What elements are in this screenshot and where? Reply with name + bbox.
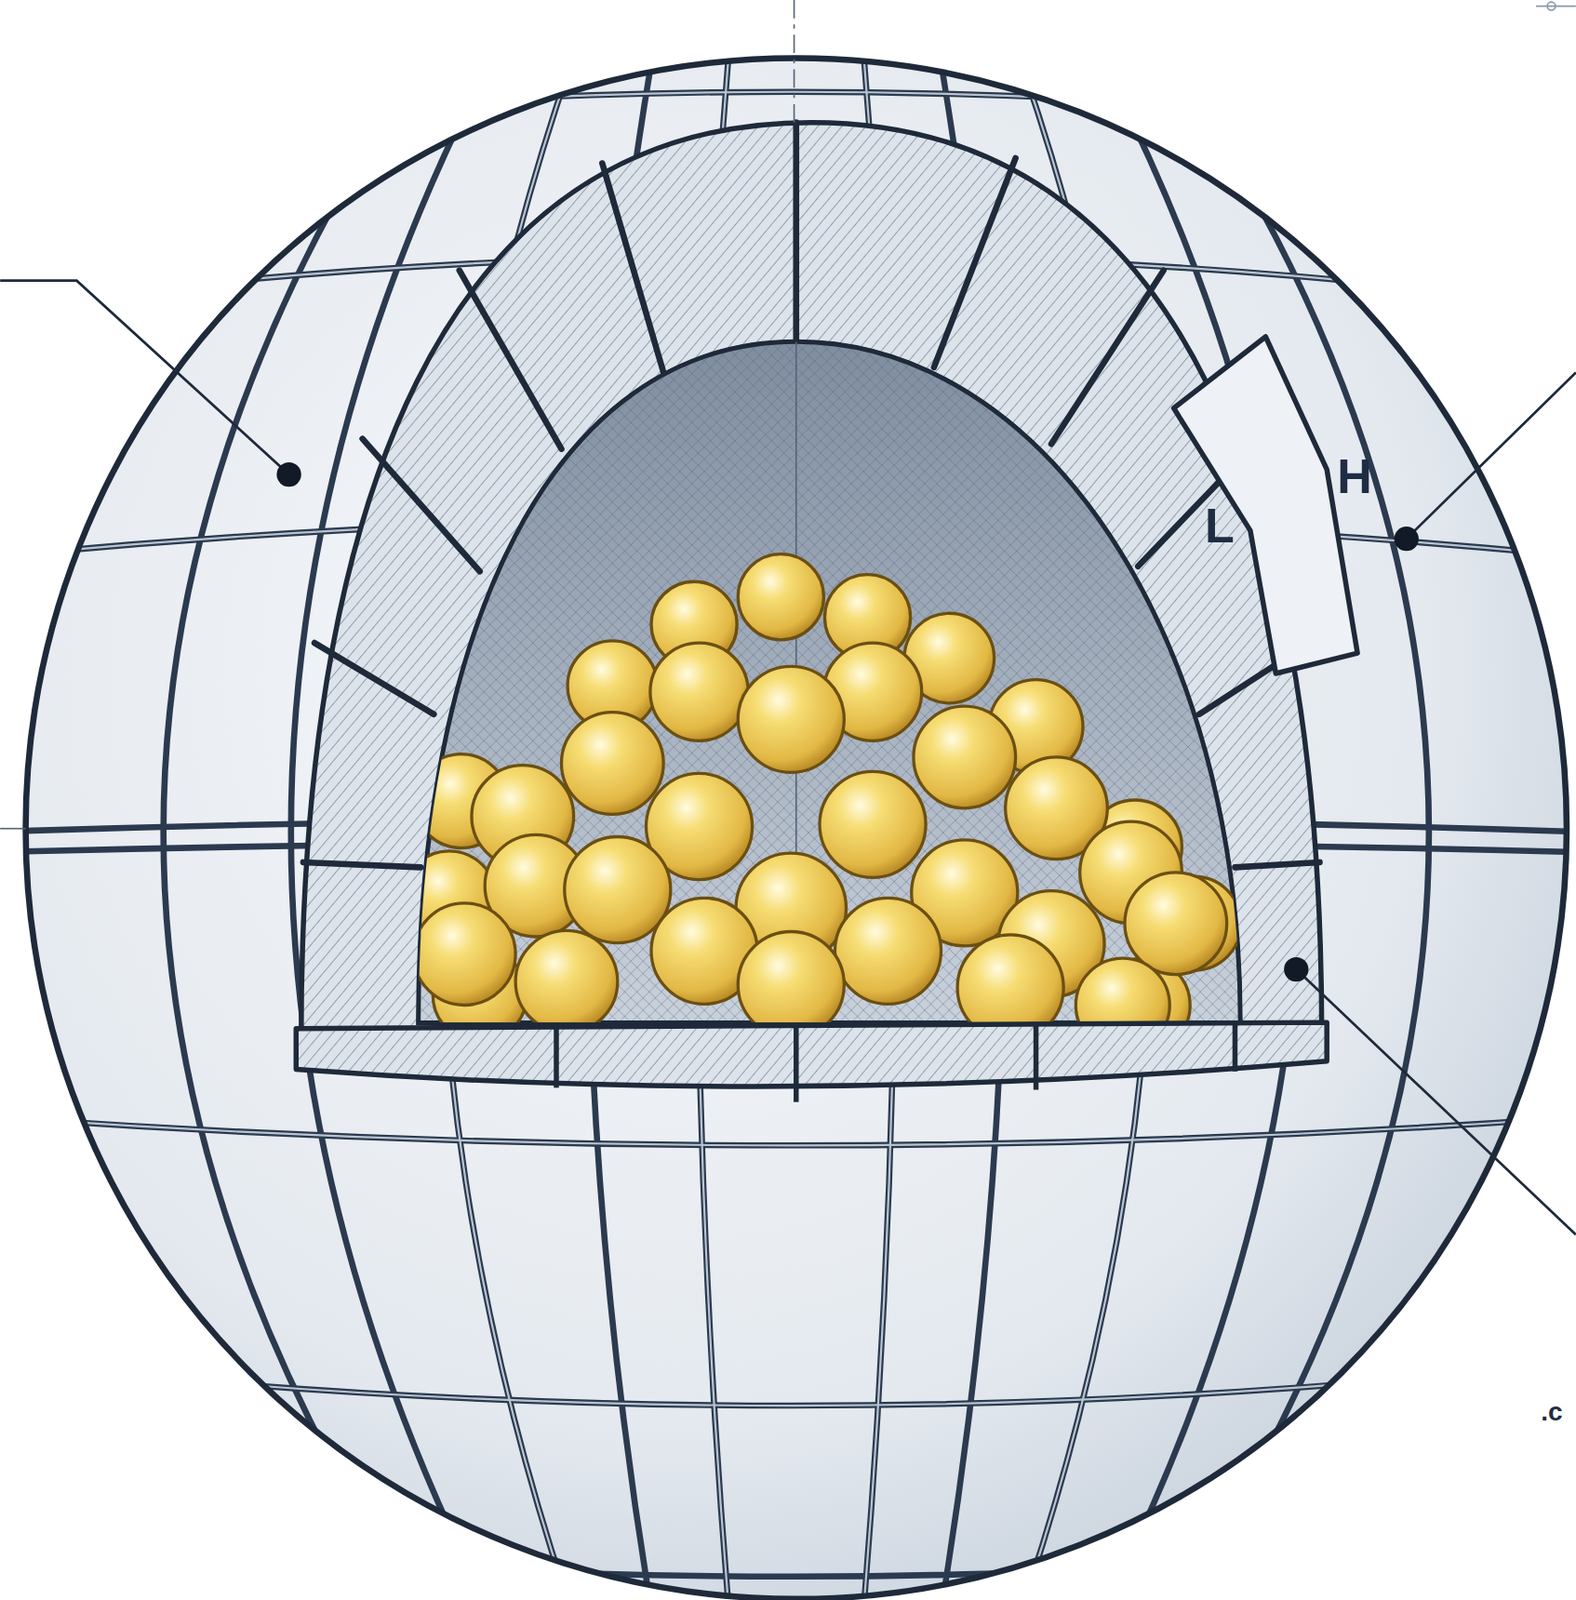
cavity-hatching: [418, 341, 1241, 1023]
labelled-block: [1174, 336, 1358, 674]
block-letter: H: [1336, 452, 1373, 501]
section-ring: [301, 122, 1323, 1037]
block-letter: L: [1204, 501, 1235, 550]
floor-section: [295, 1022, 1327, 1087]
leader-lines: [0, 280, 1576, 1236]
sphere-body: [26, 58, 1567, 1600]
sphere-outline: [26, 58, 1567, 1600]
block-grid: [0, 40, 1576, 1600]
frame-marker: [1547, 1, 1556, 11]
axis-line: [793, 0, 796, 123]
axis-line: [0, 828, 26, 830]
leader-dots: [276, 462, 1418, 982]
floor-dividers: [556, 1023, 1235, 1102]
gold-pebbles: [401, 554, 1242, 1053]
cut-off-label: .c: [1540, 1399, 1563, 1426]
inner-cavity: [418, 341, 1241, 1023]
block-grid-highlight: [0, 40, 1576, 1600]
